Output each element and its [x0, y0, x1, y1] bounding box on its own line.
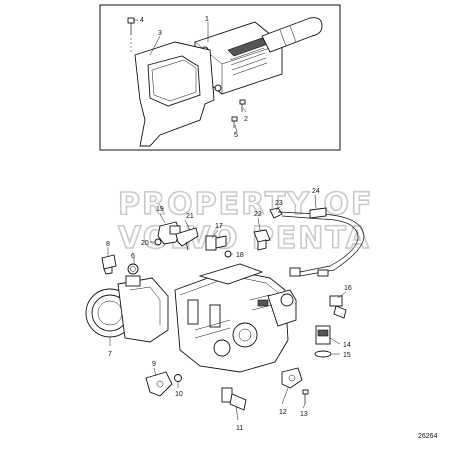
sensor-9 — [145, 371, 173, 397]
seal-15 — [314, 350, 332, 358]
watermark-line1: PROPERTY OF — [118, 187, 373, 222]
leader-lines-bottom — [107, 194, 347, 421]
callout-4: 4 — [140, 17, 144, 24]
engine-block — [174, 263, 297, 373]
callout-18: 18 — [236, 252, 244, 259]
callout-16: 16 — [344, 285, 352, 292]
watermark: PROPERTY OF VOLVO PENTA — [117, 186, 373, 257]
callout-24: 24 — [312, 188, 320, 195]
callout-14: 14 — [343, 342, 351, 349]
callout-7: 7 — [108, 351, 112, 358]
callout-10: 10 — [175, 391, 183, 398]
o-ring-20 — [154, 238, 162, 246]
watermark-line2: VOLVO PENTA — [118, 221, 371, 256]
callout-9: 9 — [152, 361, 156, 368]
sensor-22 — [253, 229, 271, 251]
callout-22: 22 — [254, 211, 262, 218]
bolt-4 — [127, 17, 135, 54]
callout-3: 3 — [158, 30, 162, 37]
callout-23: 23 — [275, 200, 283, 207]
callout-5: 5 — [234, 132, 238, 139]
sensor-17 — [205, 235, 227, 251]
callout-11: 11 — [236, 425, 243, 432]
callout-6: 6 — [131, 253, 135, 260]
o-ring-10 — [174, 374, 182, 382]
control-module — [194, 17, 323, 95]
callout-13: 13 — [300, 411, 308, 418]
bolt-2 — [239, 99, 246, 112]
bolt-5 — [231, 116, 238, 128]
bolt-13 — [302, 389, 309, 404]
callout-1: 1 — [205, 16, 209, 23]
callout-17: 17 — [215, 223, 223, 230]
callout-15: 15 — [343, 352, 351, 359]
lambda-sensor-harness — [269, 207, 365, 277]
throttle-body — [85, 263, 169, 343]
sensor-8 — [101, 254, 117, 275]
callout-2: 2 — [244, 116, 248, 123]
mounting-bracket — [134, 41, 215, 147]
callout-8: 8 — [106, 241, 110, 248]
leader-lines-top — [133, 19, 247, 133]
inset-frame — [99, 4, 341, 151]
sensor-19 — [157, 221, 181, 245]
sensor-11 — [221, 387, 247, 411]
callout-20: 20 — [141, 240, 149, 247]
callout-12: 12 — [279, 409, 287, 416]
sensor-14 — [315, 325, 331, 345]
sensor-16 — [329, 295, 347, 319]
callout-19: 19 — [156, 206, 164, 213]
figure-number: 26264 — [418, 433, 438, 440]
sensor-12 — [281, 367, 303, 389]
o-ring-18 — [224, 250, 232, 258]
callout-21: 21 — [186, 213, 194, 220]
callouts: 1 2 3 4 5 6 7 8 9 10 11 12 13 14 15 16 1… — [106, 16, 352, 432]
clip-21 — [175, 227, 199, 251]
